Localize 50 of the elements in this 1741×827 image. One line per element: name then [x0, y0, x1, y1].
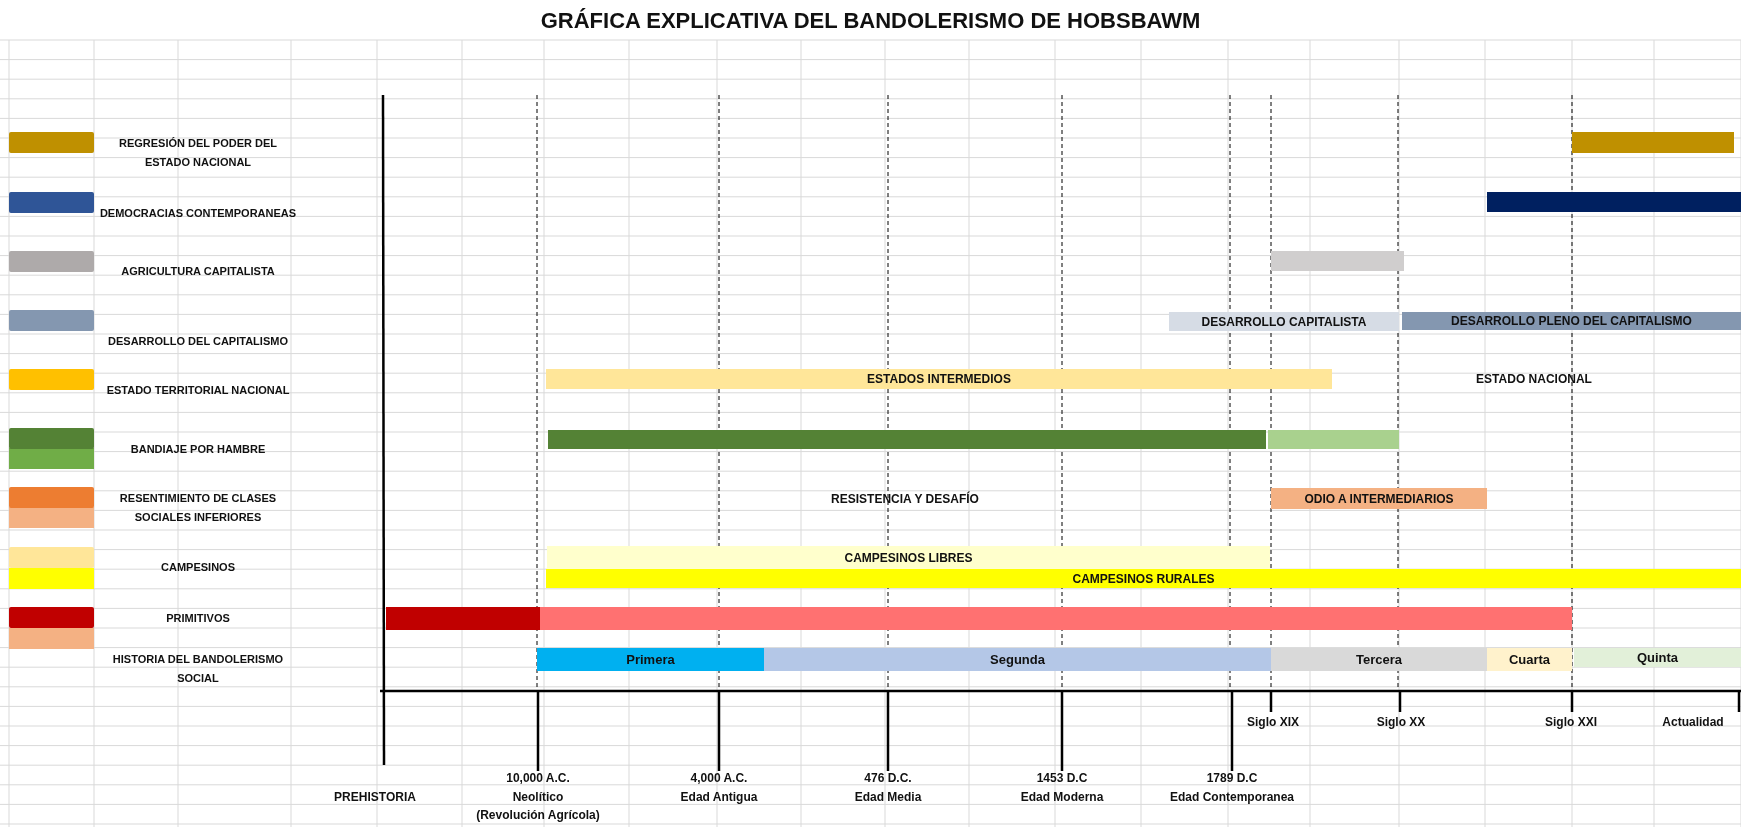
timeline-bar: CAMPESINOS RURALES: [546, 569, 1741, 588]
date-label: 10,000 A.C.: [506, 771, 570, 785]
era-label: Edad Moderna: [1020, 790, 1104, 804]
legend-label: ESTADO TERRITORIAL NACIONAL: [105, 382, 291, 398]
legend-label: PRIMITIVOS: [165, 610, 231, 626]
legend-swatch: [9, 448, 94, 469]
axis-label: Siglo XIX: [1247, 715, 1299, 729]
timeline-bar: [1487, 192, 1741, 212]
legend-label: CAMPESINOS: [160, 559, 236, 575]
era-label: Edad Contemporanea: [1170, 790, 1294, 804]
legend-swatch: [9, 507, 94, 528]
timeline-bar: [386, 607, 540, 630]
legend-label: AGRICULTURA CAPITALISTA: [120, 263, 276, 279]
timeline-bar: DESARROLLO PLENO DEL CAPITALISMO: [1402, 312, 1741, 330]
legend-label: RESENTIMIENTO DE CLASES SOCIALES INFERIORES: [118, 491, 278, 525]
bar-label: ESTADO NACIONAL: [1476, 372, 1592, 386]
timeline-bar: [1268, 430, 1399, 449]
era-note: (Revolución Agrícola): [476, 808, 600, 822]
timeline-bar: ESTADOS INTERMEDIOS: [546, 369, 1332, 389]
date-label: 1453 D.C: [1036, 771, 1088, 785]
legend-label: BANDIAJE POR HAMBRE: [129, 441, 267, 457]
timeline-bar: Cuarta: [1487, 648, 1572, 671]
timeline-bar: CAMPESINOS LIBRES: [547, 546, 1270, 569]
axis-label: Siglo XXI: [1545, 715, 1597, 729]
era-label: Edad Antigua: [680, 790, 758, 804]
date-label: 476 D.C.: [864, 771, 912, 785]
axis-label: Siglo XX: [1376, 715, 1426, 729]
timeline-bar: [1572, 132, 1734, 153]
timeline-bar: [548, 430, 1266, 449]
timeline-bar: Quinta: [1574, 648, 1741, 667]
era-label: PREHISTORIA: [334, 790, 416, 804]
row-label: HISTORIA DEL BANDOLERISMO SOCIAL: [111, 652, 285, 686]
legend-swatch: [9, 568, 94, 589]
timeline-bar: Tercera: [1271, 648, 1487, 671]
legend-label: DEMOCRACIAS CONTEMPORANEAS: [98, 205, 298, 221]
timeline-bar: Segunda: [764, 648, 1271, 671]
legend-swatch: [9, 628, 94, 649]
timeline-bar: ODIO A INTERMEDIARIOS: [1271, 488, 1487, 509]
legend-label: DESARROLLO DEL CAPITALISMO: [107, 333, 289, 349]
legend-label: REGRESIÓN DEL PODER DEL ESTADO NACIONAL: [117, 136, 279, 170]
bar-label: RESISTENCIA Y DESAFÍO: [831, 492, 979, 506]
era-label: Neolítico: [512, 790, 564, 804]
timeline-bar: [1271, 251, 1404, 271]
timeline-bar: Primera: [537, 648, 764, 671]
timeline-bar: [540, 607, 1572, 630]
timeline-bar: DESARROLLO CAPITALISTA: [1169, 312, 1399, 331]
axis-label: Actualidad: [1662, 715, 1724, 729]
era-label: Edad Media: [854, 790, 922, 804]
date-label: 1789 D.C: [1206, 771, 1258, 785]
date-label: 4,000 A.C.: [690, 771, 748, 785]
